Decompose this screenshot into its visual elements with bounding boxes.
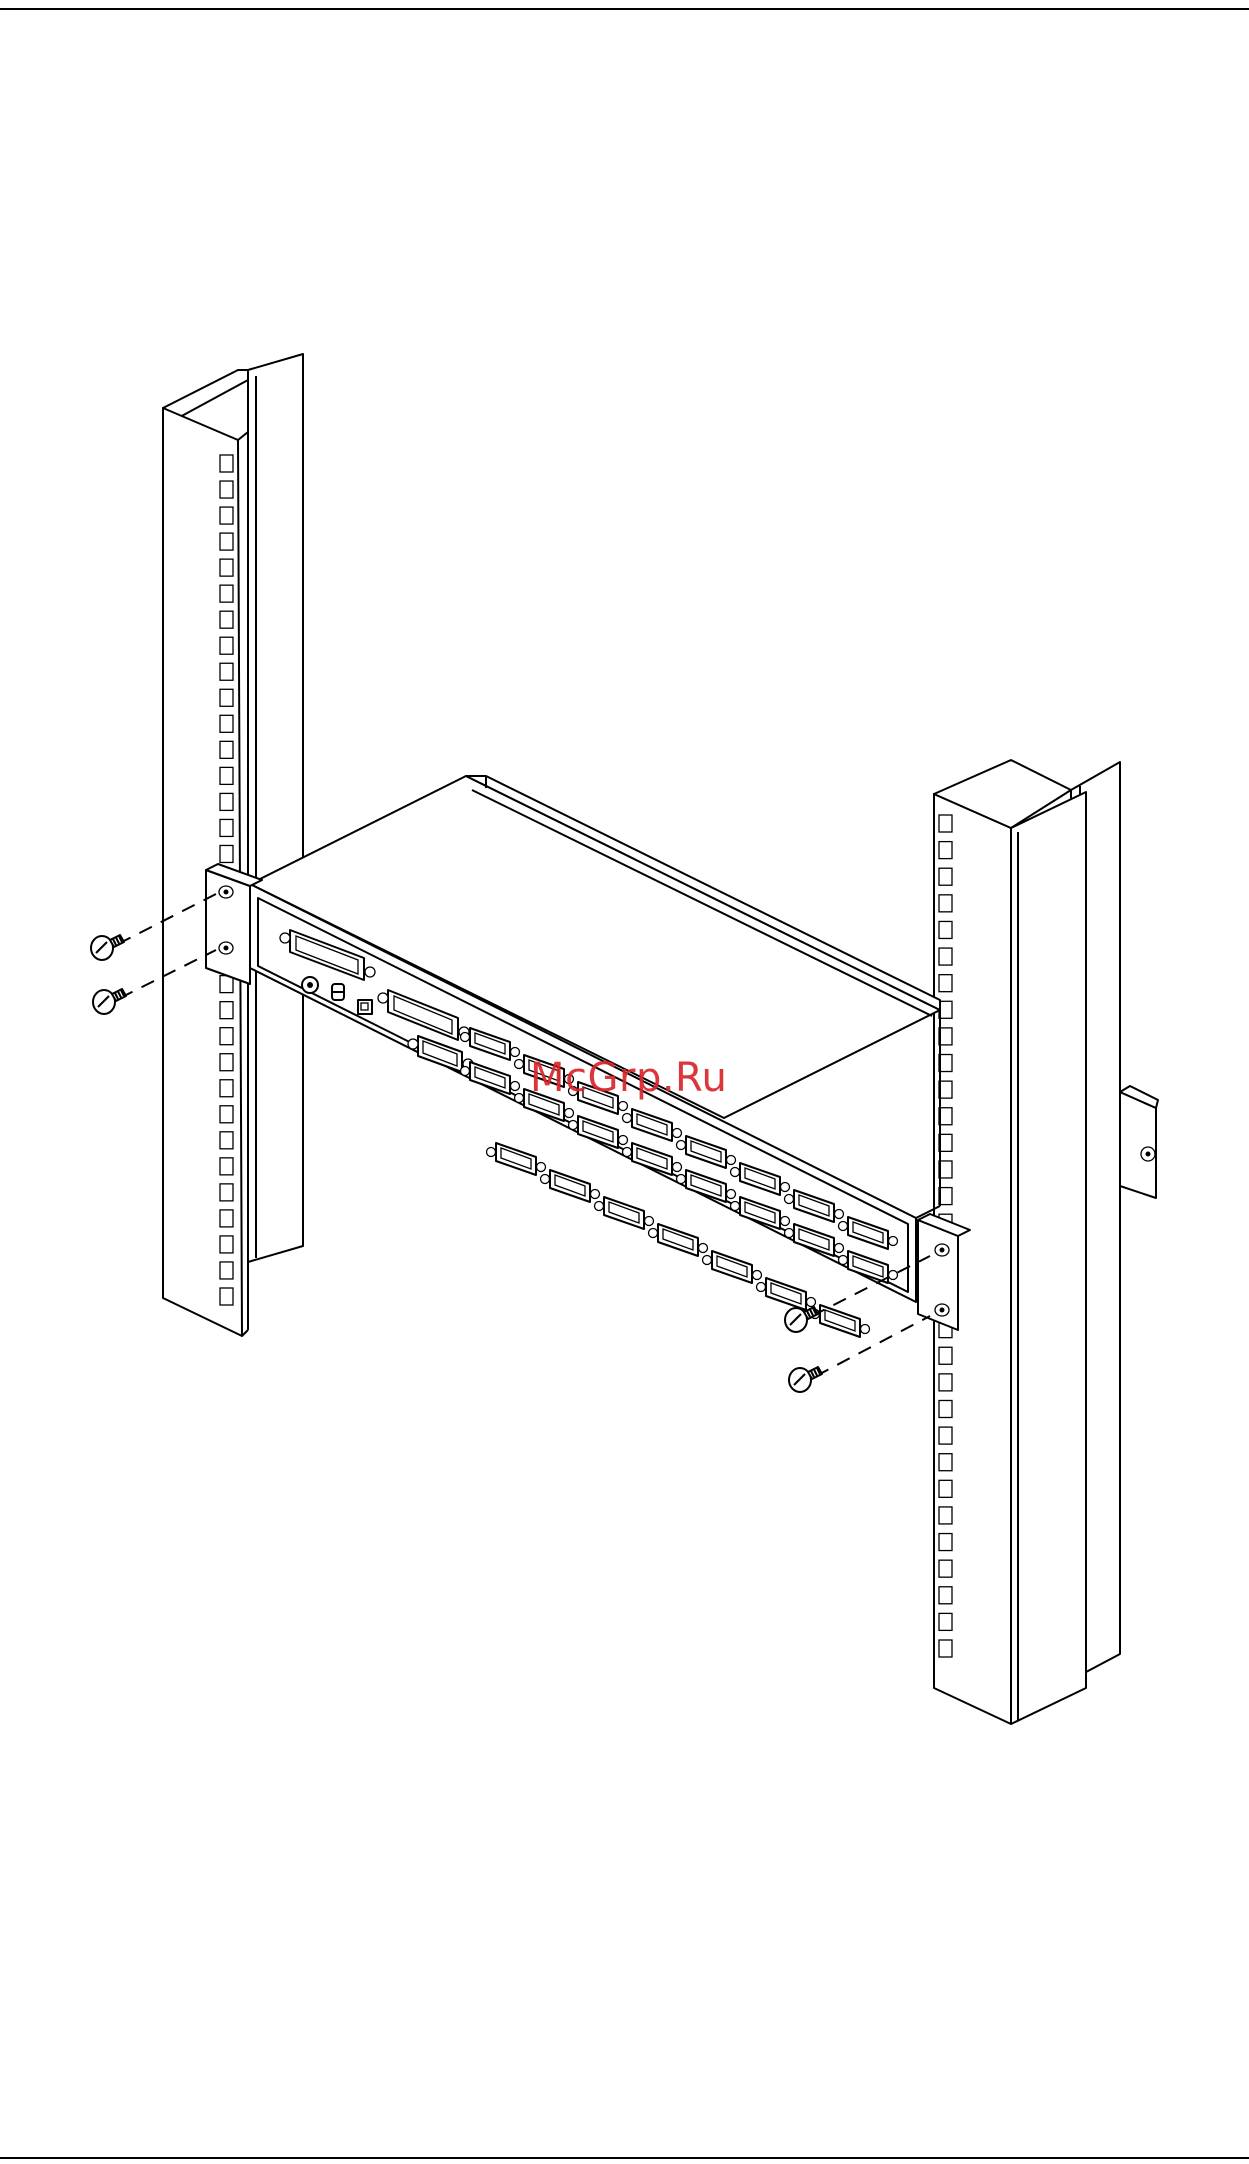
rack-hole	[939, 895, 952, 912]
rack-hole	[220, 1080, 233, 1097]
rack-hole	[220, 793, 233, 810]
rack-hole	[939, 868, 952, 885]
footer-rule	[0, 2157, 1249, 2159]
rack-hole	[220, 767, 233, 784]
rack-hole	[220, 455, 233, 472]
rack-hole	[939, 1374, 952, 1391]
rack-hole	[220, 507, 233, 524]
rack-hole	[939, 1347, 952, 1364]
rack-hole	[939, 1480, 952, 1497]
rack-hole	[220, 689, 233, 706]
left-rack-post	[163, 354, 303, 1336]
db15-port	[541, 1170, 600, 1202]
rack-hole	[220, 1158, 233, 1175]
rack-hole	[939, 1454, 952, 1471]
db15-port	[757, 1278, 816, 1310]
rack-hole	[220, 533, 233, 550]
rack-hole	[220, 1210, 233, 1227]
rack-hole	[939, 921, 952, 938]
screw	[785, 1307, 818, 1332]
rack-hole	[220, 611, 233, 628]
db15-port	[649, 1224, 708, 1256]
power-jack	[302, 977, 318, 993]
rack-hole	[939, 1427, 952, 1444]
select-button	[332, 984, 344, 1000]
rack-hole	[220, 1184, 233, 1201]
rack-hole	[939, 1534, 952, 1551]
rack-hole	[939, 1613, 952, 1630]
rack-hole	[220, 663, 233, 680]
rack-hole	[939, 1400, 952, 1417]
rack-hole	[939, 1587, 952, 1604]
rack-hole	[939, 842, 952, 859]
rack-hole	[220, 481, 233, 498]
rack-hole	[220, 1132, 233, 1149]
rack-hole	[220, 1002, 233, 1019]
db15-port	[595, 1197, 654, 1229]
rack-hole	[939, 815, 952, 832]
rack-hole	[220, 976, 233, 993]
rack-hole	[220, 819, 233, 836]
rack-hole	[220, 715, 233, 732]
rack-hole	[220, 1236, 233, 1253]
power-switch	[358, 1000, 372, 1014]
rack-hole	[220, 637, 233, 654]
right-rack-post	[934, 760, 1158, 1724]
rack-hole	[939, 1640, 952, 1657]
rack-hole	[939, 1560, 952, 1577]
rack-hole	[939, 1507, 952, 1524]
rack-hole	[220, 559, 233, 576]
rack-hole	[220, 1028, 233, 1045]
rack-hole	[220, 1262, 233, 1279]
rack-hole	[220, 741, 233, 758]
rack-hole	[939, 975, 952, 992]
watermark-text: McGrp.Ru	[530, 1055, 727, 1101]
rack-hole	[220, 1288, 233, 1305]
rack-hole	[220, 1106, 233, 1123]
rack-hole	[220, 585, 233, 602]
db15-port	[811, 1305, 870, 1337]
rack-hole	[220, 1054, 233, 1071]
screw	[93, 989, 126, 1014]
screw	[91, 935, 124, 960]
rack-hole	[220, 845, 233, 862]
db15-port	[487, 1143, 546, 1175]
db15-port	[703, 1251, 762, 1283]
rack-hole	[939, 948, 952, 965]
screw	[789, 1367, 822, 1392]
rear-bracket	[1120, 1086, 1158, 1198]
